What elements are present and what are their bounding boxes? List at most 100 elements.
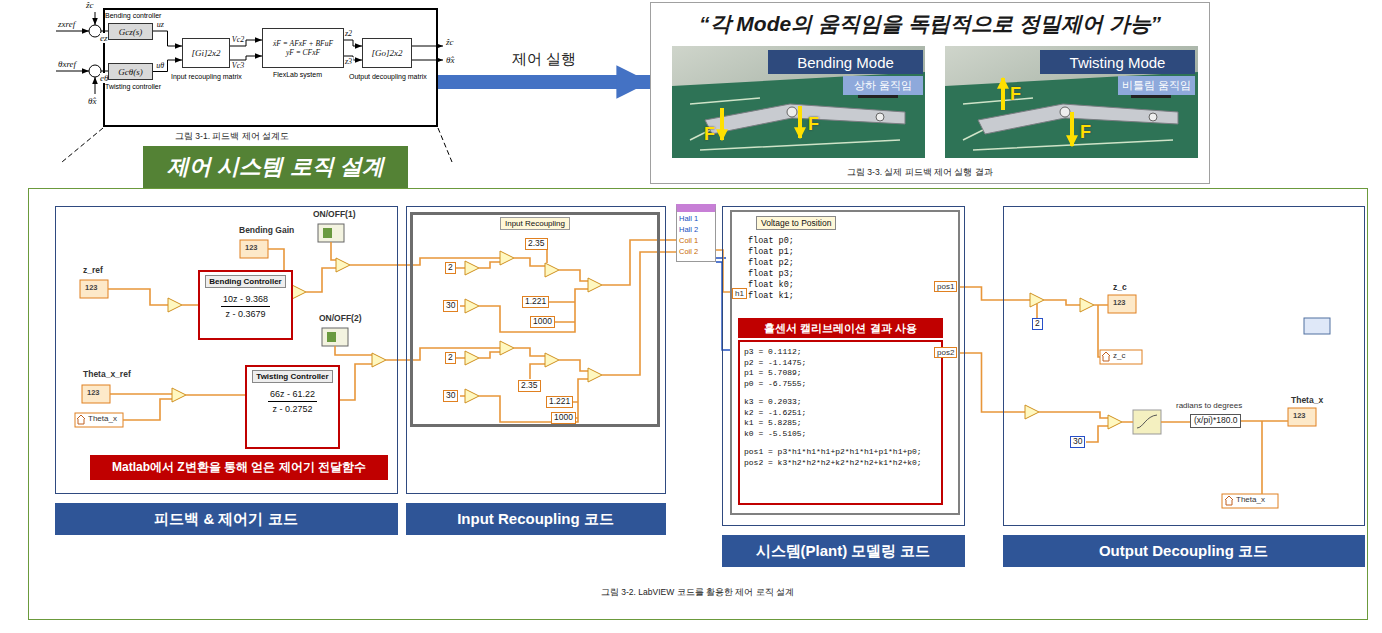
node-text: float k1; [748,291,794,302]
local-variable-name: Theta_x [1236,495,1265,504]
labview-wire [1003,300,1288,494]
node-text: p2 = -1.1475; [744,358,806,369]
edge-label: z3 [344,57,353,66]
local-variable [1222,494,1278,508]
constant: 30 [443,390,458,402]
constant: 2 [445,262,456,274]
constant: 30 [443,300,458,312]
force-arrow [720,108,724,140]
result-panel: “각 Mode의 움직임을 독립적으로 정밀제어 가능”그림 3-3. 실제 피… [650,2,1210,184]
indicator-icon [1304,318,1330,334]
signal-name: ẑc [86,0,94,10]
node-text: 피드백 & 제어기 코드 [55,503,398,535]
labview-wire [960,353,1003,412]
numeric-control [82,385,110,403]
node-text: Coil 1 [679,235,698,246]
flow-arrow [438,75,650,89]
signal-name: θ̂x [88,96,96,106]
node-text: float p0; [748,236,794,247]
node-text: k0 = -5.5105; [744,429,806,440]
constant: 30 [1070,436,1085,448]
signal-name: ez [100,33,108,43]
signal-name: ẑc [446,37,454,47]
constant: 2 [445,352,456,364]
labview-wire [960,287,1003,300]
constant: 1.221 [522,296,549,308]
transfer-function-box: Twisting Controller 66z - 61.22z - 0.2752 [245,365,340,449]
node-text: k2 = -1.6251; [744,408,806,419]
signal-arrow [230,56,262,60]
cluster-bundle: Hall 1Hall 2Coil 1Coil 2 [676,204,716,262]
node-text: Output Decoupling 코드 [1003,535,1365,567]
constant: 2.35 [518,380,541,392]
control-icon-text: 123 [85,284,98,293]
node-text: Hall 1 [679,213,698,224]
house-icon [77,415,85,424]
control-icon-text: 123 [87,389,100,398]
node-text: Twisting Controller [252,370,332,383]
node-text: float k0; [748,280,794,291]
node-text: [Go]2x2 [372,48,403,58]
node-text: “각 Mode의 움직임을 독립적으로 정밀제어 가능” [699,10,1161,38]
photo-twisting [945,46,1198,158]
edge-label: uz [156,20,165,29]
controller-block: Gcθ(s)Twisting controller [108,63,153,80]
boolean-switch [323,228,332,238]
signal-line [412,60,443,61]
node-text: ẋF = AFxF + BFuF [273,39,333,48]
labview-wire [666,239,676,241]
labview-operator [465,251,602,403]
node-text: Twisting controller [105,83,161,90]
indicator-icon-text: 123 [1293,412,1306,421]
edge-label: Vc2 [231,35,245,44]
constant: 1.221 [546,396,573,408]
node-text: Voltage to Position [756,216,836,230]
constant: 1000 [530,316,555,328]
terminal-name: pos2 [934,347,957,358]
signal-line [95,12,96,25]
node-text: 시스템(Plant) 모델링 코드 [722,535,965,567]
labview-operator [1025,293,1122,429]
mode-subband: 비틀림 움직임 [1118,76,1195,95]
node-text: k1 = 5.8285; [744,418,802,429]
force-label: F [808,114,819,135]
node-text: Gcz(s) [119,27,143,37]
node-text: 66z - 61.22 [266,389,319,401]
node-text: yF = CFxF [286,48,320,57]
node-text: float p3; [748,269,794,280]
signal-name: θ̂x [446,55,454,65]
node-text: 제어 시스템 로직 설계 [167,152,383,182]
expression-box: (x/pi)*180.0 [1190,414,1241,428]
plant-block: ẋF = AFxF + BFuFyF = CFxFFlexLab system [262,28,344,68]
transfer-function-box: Bending Controller10z - 9.368z - 0.3679 [198,270,293,340]
node-text: Bending controller [105,12,161,19]
note-band: Matlab에서 Z변환을 통해 얻은 제어기 전달함수 [90,455,388,480]
force-label: F [1080,122,1091,143]
node-text: 비틀림 움직임 [1122,79,1191,93]
edge-label: 제어 실행 [511,50,577,67]
node-text: 홀센서 캘리브레이션 결과 사용 [764,321,916,336]
signal-name: eθ [100,73,108,83]
local-variable-name: z_c [1113,351,1125,360]
node-text: z - 0.2752 [268,401,316,414]
control-label: ON/OFF(1) [312,210,357,220]
photo-bending [672,46,925,158]
node-text: 10z - 9.368 [219,294,272,306]
force-arrow [1001,78,1005,110]
function-label: radians to degrees [1176,401,1242,410]
indicator-label: z_c [1112,283,1128,293]
labview-wire [406,240,676,422]
signal-arrow [344,40,362,46]
node-text: [Gi]2x2 [192,48,221,58]
constant: 2.35 [525,238,548,250]
control-icon-text: 123 [245,244,258,253]
node-text: Bending Controller [205,275,285,288]
controller-block: Bending controllerGcz(s) [108,23,153,40]
matrix-block: [Gi]2x2Input recoupling matrix [182,38,230,68]
signal-line [95,77,96,94]
numeric-indicator [1108,295,1136,313]
mode-band: Twisting Mode [1040,50,1195,74]
node-text: float p1; [748,247,794,258]
terminal-name: h1 [732,288,747,299]
